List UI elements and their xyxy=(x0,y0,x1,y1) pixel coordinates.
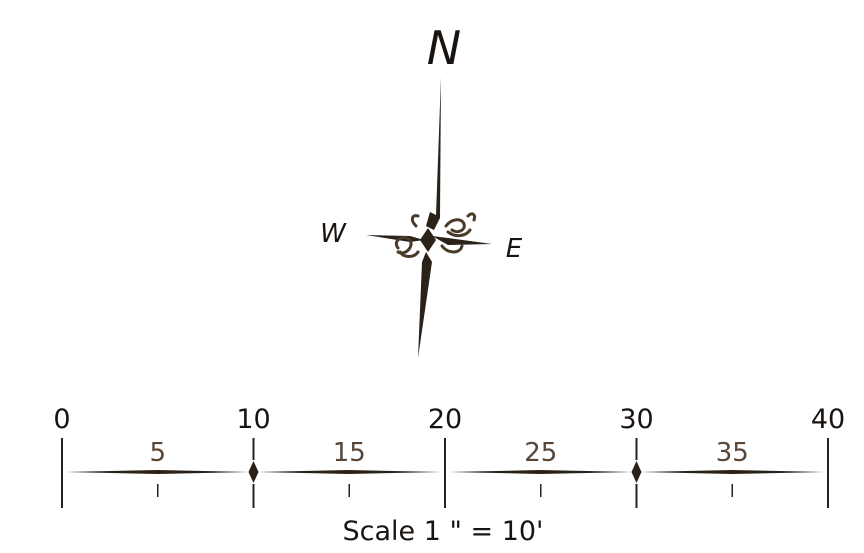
scale-bar-segment xyxy=(257,470,441,474)
compass-label-east: E xyxy=(506,234,523,264)
compass-south-needle xyxy=(418,252,432,358)
scale-diamond xyxy=(631,461,642,483)
compass-center xyxy=(420,228,436,252)
compass-west-arm xyxy=(366,235,424,242)
compass-rose xyxy=(366,77,492,358)
scale-major-label: 0 xyxy=(53,404,70,435)
compass-label-west: W xyxy=(320,219,347,249)
scale-major-label: 40 xyxy=(811,404,845,435)
compass-label-north: N xyxy=(427,21,461,75)
scale-minor-label: 25 xyxy=(524,438,557,468)
scale-minor-label: 15 xyxy=(333,438,366,468)
scale-minor-label: 5 xyxy=(149,438,166,468)
compass-north-needle xyxy=(426,77,441,230)
scale-caption: Scale 1 " = 10' xyxy=(343,516,544,547)
scale-diamond xyxy=(248,461,259,483)
scale-bar-segment xyxy=(640,470,824,474)
compass-flourish xyxy=(395,212,476,258)
scale-major-label: 30 xyxy=(619,404,653,435)
scale-minor-label: 35 xyxy=(716,438,749,468)
scale-major-label: 20 xyxy=(428,404,462,435)
compass-east-arm xyxy=(432,236,492,245)
scale-bar-segment xyxy=(66,470,250,474)
scale-bar: 0 10 20 30 40 5 15 25 35 xyxy=(53,404,845,508)
scale-bar-segment xyxy=(449,470,633,474)
scale-major-label: 10 xyxy=(236,404,270,435)
